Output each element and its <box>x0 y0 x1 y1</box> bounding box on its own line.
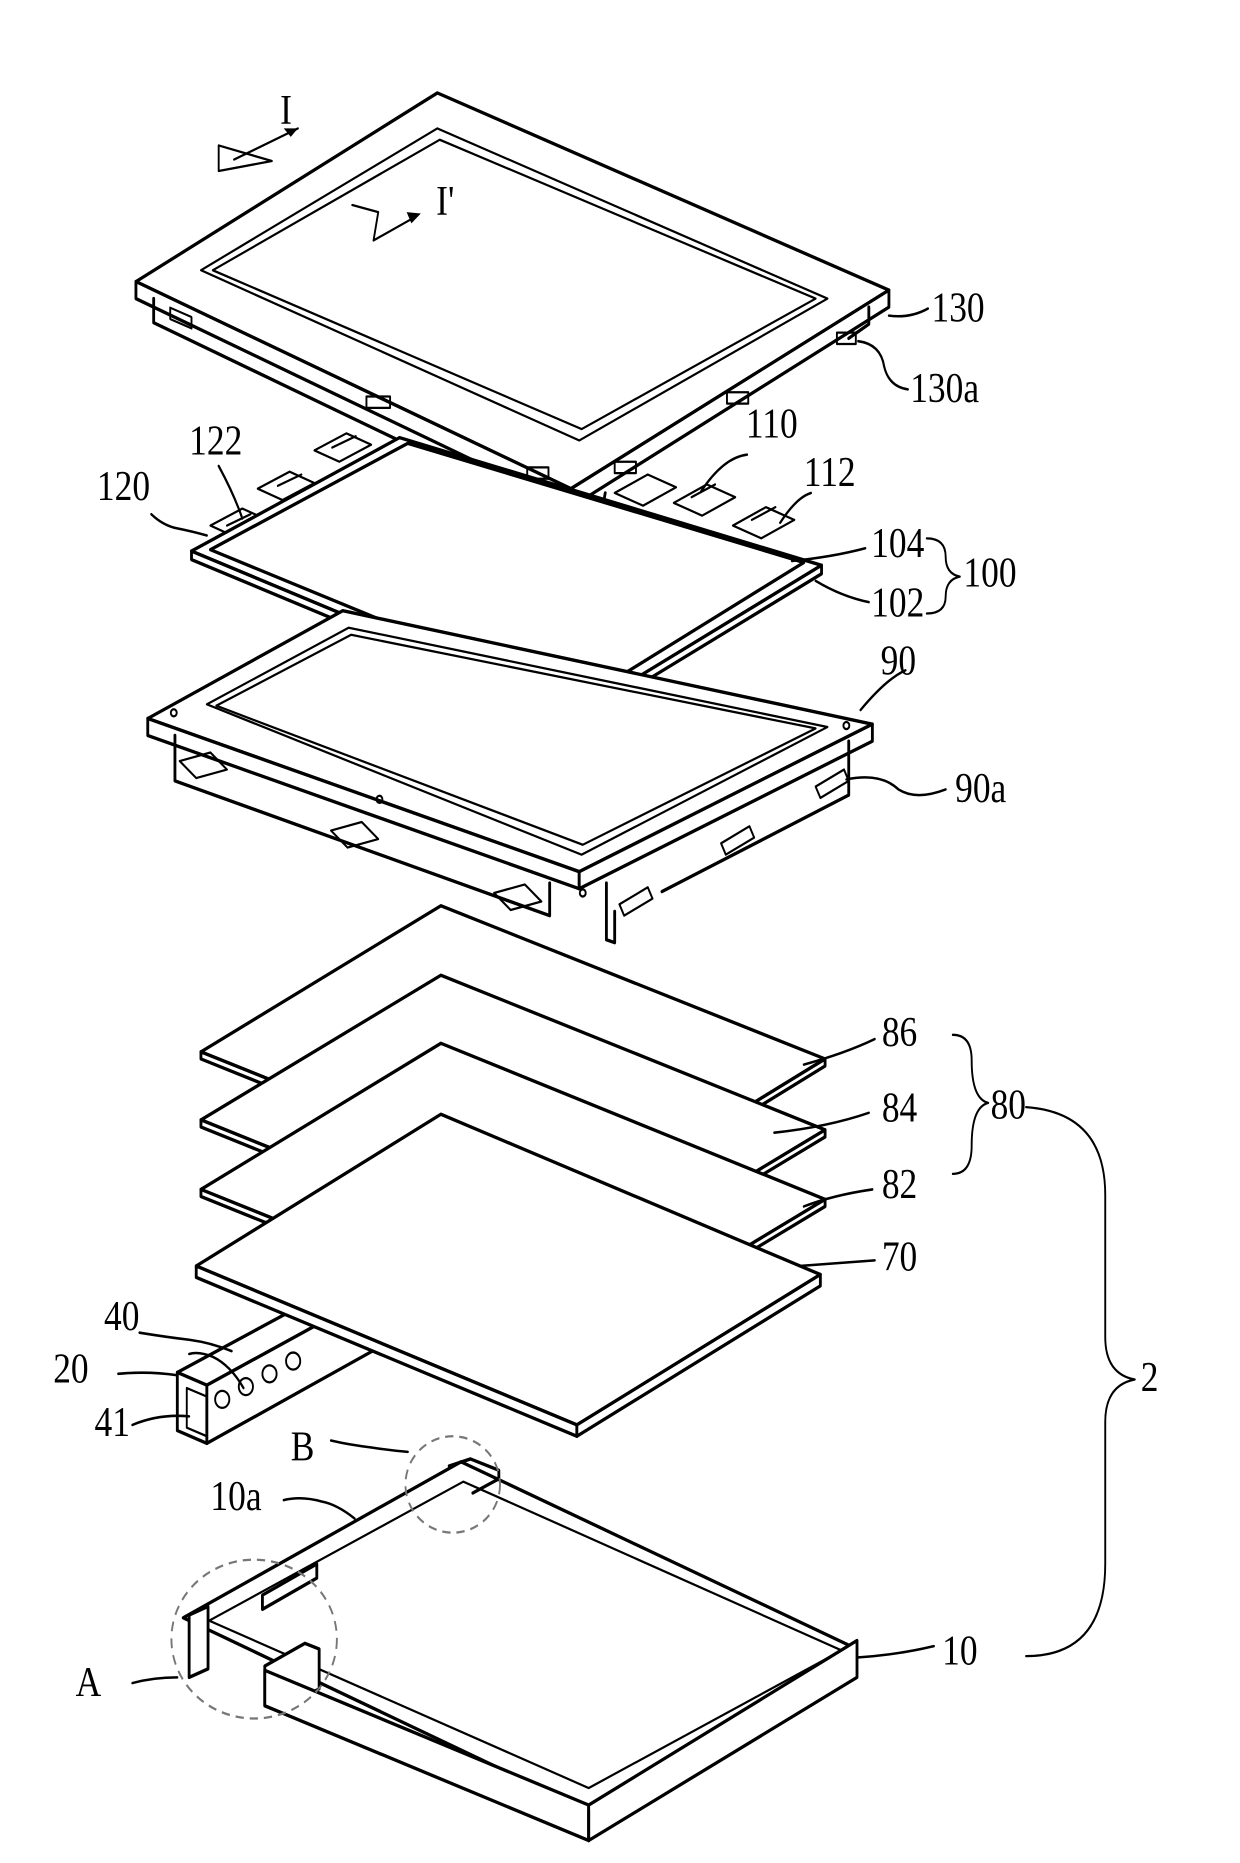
label-top-case: 130 <box>931 284 984 331</box>
label-sheet-top: 86 <box>882 1009 917 1056</box>
label-tcp-right: 110 <box>746 401 798 448</box>
label-optical-sheets: 80 <box>991 1082 1026 1129</box>
label-lower-substrate: 102 <box>871 579 924 626</box>
label-backlight-unit: 2 <box>1141 1354 1159 1401</box>
label-section-end: I' <box>436 178 454 225</box>
top-case <box>136 93 889 524</box>
label-support-frame: 90 <box>881 638 916 685</box>
brace-80 <box>953 1035 988 1174</box>
label-lamp-holder: 41 <box>95 1399 130 1446</box>
label-detail-b: B <box>291 1423 315 1470</box>
label-sheet-bottom: 82 <box>882 1161 917 1208</box>
label-driver-ic-left: 122 <box>189 418 242 465</box>
label-panel-assembly: 100 <box>963 550 1016 597</box>
section-arrow-i <box>219 128 298 171</box>
label-support-frame-hook: 90a <box>955 765 1006 812</box>
support-frame <box>148 611 873 943</box>
label-top-case-slot: 130a <box>910 365 979 412</box>
brace-100 <box>927 538 960 613</box>
label-driver-ic-right: 112 <box>804 449 856 496</box>
label-bottom-cover-side: 10a <box>210 1473 261 1520</box>
label-light-guide-plate: 70 <box>882 1233 917 1280</box>
label-sheet-middle: 84 <box>882 1084 917 1131</box>
brace-2 <box>1026 1107 1135 1656</box>
label-section-start: I <box>280 87 292 134</box>
label-upper-substrate: 104 <box>871 520 924 567</box>
label-lamps: 40 <box>104 1293 139 1340</box>
label-tcp-left: 120 <box>97 463 150 510</box>
bottom-cover <box>183 1459 857 1841</box>
label-lamp-housing: 20 <box>53 1345 88 1392</box>
label-detail-a: A <box>76 1659 102 1706</box>
label-bottom-cover: 10 <box>942 1628 977 1675</box>
